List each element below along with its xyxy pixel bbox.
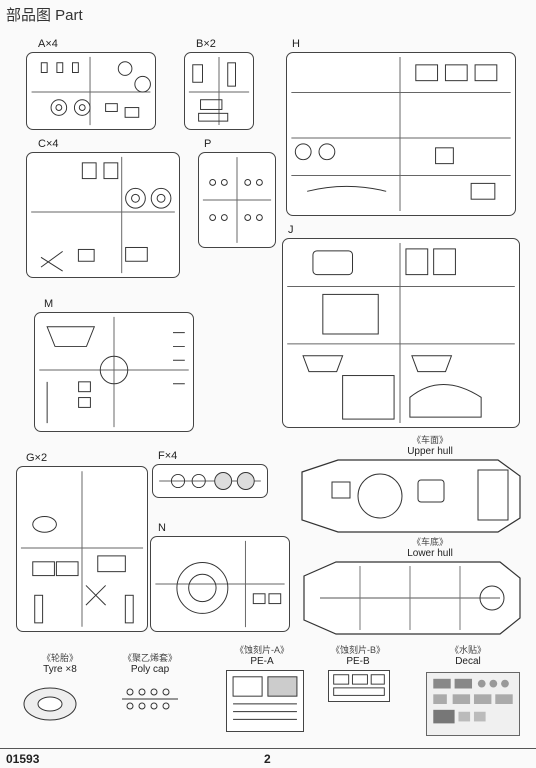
tyre-cn: 《轮胎》 [41, 653, 78, 663]
product-code: 01593 [6, 752, 40, 766]
sprue-h [286, 52, 516, 216]
sprue-g-drawing [20, 471, 144, 627]
sprue-b-drawing [188, 57, 250, 125]
decal-cn: 《水贴》 [449, 645, 486, 655]
pe-b-drawing [333, 674, 385, 696]
sprue-c-label: C×4 [38, 138, 59, 150]
tyre-caption: 《轮胎》 Tyre ×8 [20, 652, 100, 676]
lower-hull-part [300, 558, 524, 638]
decal-caption: 《水贴》 Decal [428, 644, 508, 668]
sprue-c-drawing [31, 156, 175, 274]
upper-hull-drawing [301, 459, 521, 533]
tyre-qty: ×8 [65, 664, 77, 675]
sprue-m-label: M [44, 298, 54, 310]
pe-a-en: PE-A [250, 656, 274, 667]
sprue-h-label: H [292, 38, 300, 50]
sprue-m [34, 312, 194, 432]
lower-hull-caption: 《车底》 Lower hull [380, 536, 480, 560]
tyre-drawing [23, 687, 77, 721]
sprue-h-drawing [291, 56, 511, 212]
sprue-n [150, 536, 290, 632]
sprue-b [184, 52, 254, 130]
upper-hull-part [298, 456, 524, 536]
sprue-f [152, 464, 268, 498]
pe-b-caption: 《蚀刻片-B》 PE-B [318, 644, 398, 668]
pe-a-cn: 《蚀刻片-A》 [234, 645, 289, 655]
sprue-p [198, 152, 276, 248]
sprue-g [16, 466, 148, 632]
decal-en: Decal [455, 656, 481, 667]
decal-drawing [433, 678, 513, 724]
upper-hull-cn: 《车面》 [411, 435, 448, 445]
polycap-cn: 《聚乙烯套》 [122, 653, 177, 663]
lower-hull-drawing [303, 561, 521, 635]
lower-hull-cn: 《车底》 [411, 537, 448, 547]
pe-a-drawing [232, 676, 298, 720]
sprue-c [26, 152, 180, 278]
pe-b-cn: 《蚀刻片-B》 [330, 645, 385, 655]
upper-hull-en: Upper hull [407, 446, 453, 457]
sprue-p-label: P [204, 138, 212, 150]
lower-hull-en: Lower hull [407, 548, 453, 559]
sprue-f-drawing [159, 472, 261, 490]
tyre-part [22, 684, 78, 724]
sprue-j-drawing [287, 242, 515, 424]
polycap-drawing [122, 688, 178, 710]
sprue-a [26, 52, 156, 130]
decal-sheet [426, 672, 520, 736]
polycap-caption: 《聚乙烯套》 Poly cap [110, 652, 190, 676]
page-number: 2 [264, 752, 271, 766]
sprue-a-drawing [31, 56, 151, 126]
sprue-a-label: A×4 [38, 38, 58, 50]
sprue-n-label: N [158, 522, 166, 534]
pe-b-en: PE-B [346, 656, 370, 667]
polycap-part [118, 684, 182, 714]
tyre-en: Tyre [43, 664, 63, 675]
sprue-j [282, 238, 520, 428]
page-title: 部品图 Part [6, 7, 83, 24]
sprue-g-label: G×2 [26, 452, 48, 464]
polycap-en: Poly cap [130, 664, 170, 675]
sprue-f-label: F×4 [158, 450, 178, 462]
sprue-m-drawing [39, 316, 189, 428]
pe-a-part [226, 670, 304, 732]
footer-divider [0, 748, 536, 749]
sprue-p-drawing [202, 157, 272, 243]
sprue-n-drawing [155, 540, 285, 628]
pe-b-part [328, 670, 390, 702]
upper-hull-caption: 《车面》 Upper hull [380, 434, 480, 458]
sprue-b-label: B×2 [196, 38, 216, 50]
pe-a-caption: 《蚀刻片-A》 PE-A [222, 644, 302, 668]
sprue-j-label: J [288, 224, 294, 236]
